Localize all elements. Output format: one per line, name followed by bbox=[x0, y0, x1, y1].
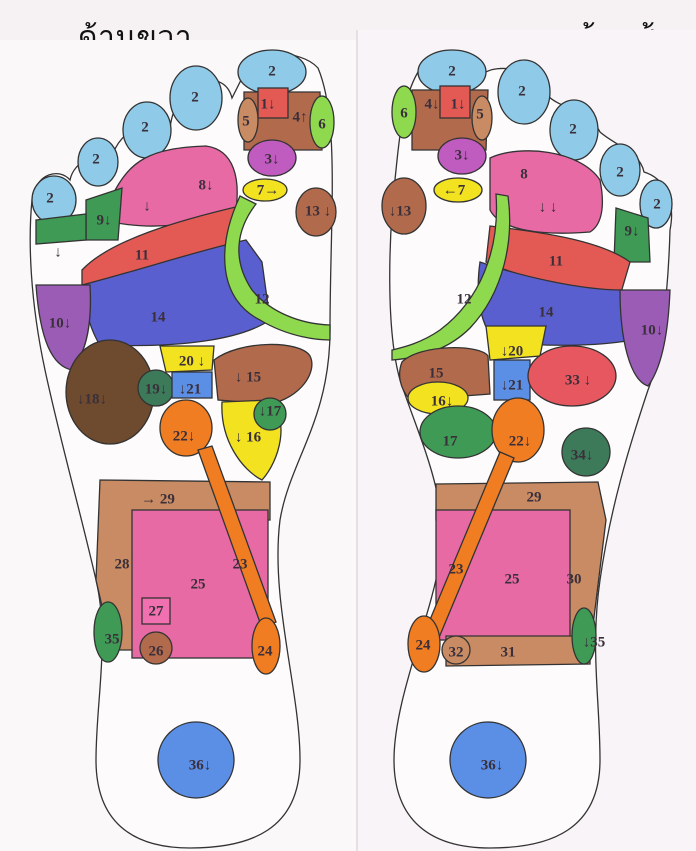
right-foot-zone-label: ↓18↓ bbox=[77, 391, 107, 407]
left-foot-zone-label: 6 bbox=[400, 105, 408, 121]
right-foot-zone-label: 7→ bbox=[257, 182, 280, 198]
left-foot-zone-label: 30 bbox=[567, 571, 582, 587]
right-foot-zone-label: 27 bbox=[149, 603, 165, 619]
right-foot-zone-label: 12 bbox=[255, 291, 270, 307]
right-foot-zone-label: 2 bbox=[268, 63, 276, 79]
left-foot-zone-label: ↓20 bbox=[501, 343, 524, 359]
right-foot-zone-label: ↓ bbox=[143, 198, 151, 214]
left-foot-zone-label: 5 bbox=[476, 106, 484, 122]
right-foot-zone-label: 20 ↓ bbox=[179, 353, 205, 369]
right-foot-zone-label: 24 bbox=[258, 643, 274, 659]
right-foot-zone-label: ↓ 15 bbox=[235, 369, 261, 385]
left-foot-zone-label: ↓35 bbox=[583, 634, 606, 650]
right-foot-zone-label: ↓ 16 bbox=[235, 429, 262, 445]
right-foot-zone-label: 19↓ bbox=[145, 381, 168, 397]
right-foot-zone-label: 5 bbox=[242, 113, 250, 129]
right-foot-zone-label: 1↓ bbox=[261, 96, 276, 112]
left-foot-zone-label: 23 bbox=[449, 561, 464, 577]
left-foot-zone-label: 2 bbox=[653, 196, 661, 212]
left-foot-zone-label: 2 bbox=[569, 121, 577, 137]
left-foot-zone-label: 2 bbox=[518, 83, 526, 99]
left-foot-zone-label: ←7 bbox=[443, 182, 466, 198]
left-foot-zone-label: 22↓ bbox=[509, 433, 532, 449]
right-foot-zone-label: 9↓ bbox=[97, 212, 112, 228]
left-foot-zone-label: 15 bbox=[429, 365, 444, 381]
right-foot-zone-label: 14 bbox=[151, 309, 167, 325]
right-foot-zone-label: 6 bbox=[318, 116, 326, 132]
left-foot-zone-label: 34↓ bbox=[571, 447, 594, 463]
left-foot-zone-label: 31 bbox=[501, 644, 516, 660]
left-foot-zone-label: ↓21 bbox=[501, 377, 524, 393]
left-foot-zone-label: 11 bbox=[549, 253, 563, 269]
right-foot-zone-label: 2 bbox=[191, 89, 199, 105]
left-foot-zone-label: 32 bbox=[449, 644, 464, 660]
right-foot-zone-label: 4↑ bbox=[293, 109, 308, 125]
right-foot-zone-label: 26 bbox=[149, 643, 165, 659]
right-foot-zone-label: ↓21 bbox=[179, 381, 202, 397]
right-foot-zone-label: 8↓ bbox=[199, 177, 214, 193]
zone-17-left bbox=[420, 406, 496, 458]
right-foot-zone-label: 28 bbox=[115, 556, 130, 572]
left-foot-zone-label: 16↓ bbox=[431, 393, 454, 409]
right-foot-zone-label: 22↓ bbox=[173, 428, 196, 444]
left-foot-zone-label: ↓13 bbox=[389, 203, 412, 219]
right-foot-zone-label: 11 bbox=[135, 247, 149, 263]
right-foot-zone-label: 35 bbox=[105, 631, 120, 647]
left-foot-zone-label: 25 bbox=[505, 571, 520, 587]
left-foot-zone-label: 29 bbox=[527, 489, 542, 505]
right-foot-zone-label: 10↓ bbox=[49, 315, 72, 331]
left-foot-zone-label: 4↓ bbox=[425, 96, 440, 112]
right-foot-zone-label: 25 bbox=[191, 576, 206, 592]
right-foot-zone-label: 23 bbox=[233, 556, 248, 572]
left-foot-zone-label: 12 bbox=[457, 291, 472, 307]
left-foot-zone-label: 24 bbox=[416, 637, 432, 653]
left-foot-zone-label: 17 bbox=[443, 433, 459, 449]
left-foot-zone-label: 3↓ bbox=[455, 147, 470, 163]
right-foot-zone-label: 2 bbox=[46, 190, 54, 206]
left-foot-zone-label: 2 bbox=[616, 164, 624, 180]
right-foot-zone-label: 36↓ bbox=[189, 757, 212, 773]
right-foot-zone-label: 13 ↓ bbox=[305, 203, 331, 219]
left-foot-zone-label: 2 bbox=[448, 63, 456, 79]
left-foot-zone-label: 36↓ bbox=[481, 757, 504, 773]
right-foot-zone-label: 2 bbox=[92, 151, 100, 167]
right-foot-zone-label: → 29 bbox=[141, 491, 175, 507]
zone-green-edge bbox=[36, 214, 86, 244]
right-foot-zone-label: 3↓ bbox=[265, 151, 280, 167]
left-foot-zone-label: 1↓ bbox=[451, 96, 466, 112]
left-foot-zone-label: 33 ↓ bbox=[565, 372, 591, 388]
right-foot-zone-label: 2 bbox=[141, 119, 149, 135]
left-foot-zone-label: 8 bbox=[520, 166, 528, 182]
right-foot-zone-label: ↓17 bbox=[259, 403, 282, 419]
left-foot-zone-label: 14 bbox=[539, 304, 555, 320]
right-foot-zone-label: ↓ bbox=[54, 244, 62, 260]
left-foot-zone-label: 10↓ bbox=[641, 322, 664, 338]
left-foot-zone-label: 9↓ bbox=[625, 223, 640, 239]
left-foot-zone-label: ↓ ↓ bbox=[539, 199, 558, 215]
